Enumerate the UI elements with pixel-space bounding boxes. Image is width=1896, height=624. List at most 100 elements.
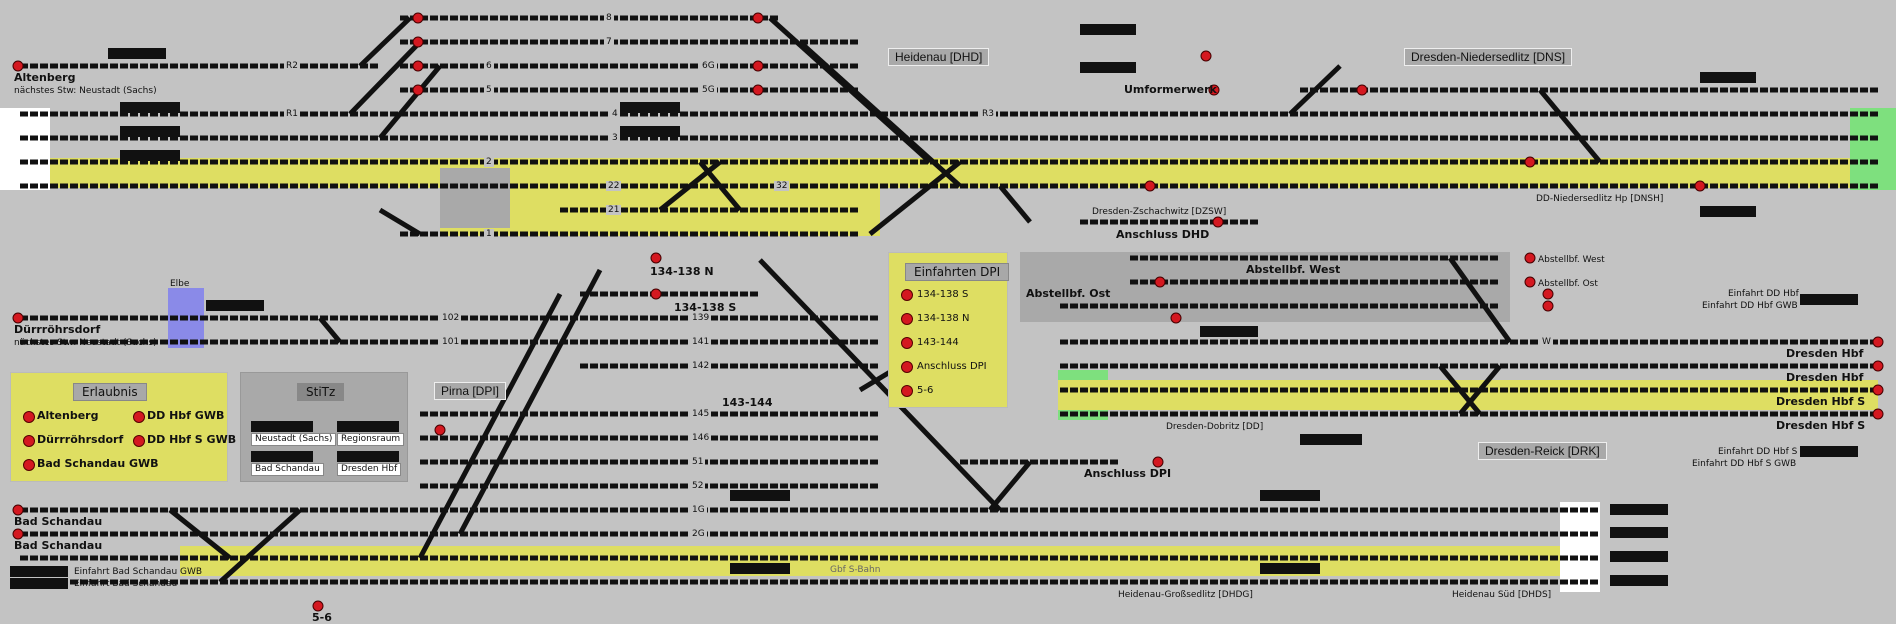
track-21: 21	[606, 205, 622, 215]
signal-dot[interactable]	[901, 313, 913, 325]
label-einfahrt-dd-hbf-s: Einfahrt DD Hbf S	[1718, 447, 1798, 457]
stitz-button-bad-schandau[interactable]	[251, 451, 313, 462]
label-abst-west: Abstellbf. West	[1246, 263, 1341, 276]
einfahrt-item-4: Anschluss DPI	[917, 361, 987, 372]
erlaubnis-bad-schandau-gwb[interactable]: Bad Schandau GWB	[37, 457, 159, 470]
track-r3: R3	[980, 109, 996, 119]
signal-blocks	[10, 24, 1858, 589]
erlaubnis-dd-hbf-gwb[interactable]: DD Hbf GWB	[147, 409, 225, 422]
einfahrt-item-5: 5-6	[917, 385, 934, 396]
track-2: 2	[484, 157, 494, 167]
stitz-label-dresden-hbf: Dresden Hbf	[337, 463, 402, 476]
stitz-button-neustadt[interactable]	[251, 421, 313, 432]
track-5: 5	[484, 85, 494, 95]
label-bad-schandau-2: Bad Schandau	[14, 539, 103, 552]
einfahrt-item-1: 134-138 S	[917, 289, 969, 300]
label-134-138-s: 134-138 S	[674, 301, 737, 314]
track-1g: 1G	[690, 505, 707, 515]
legend-abst-ost: Abstellbf. Ost	[1538, 279, 1598, 289]
track-1: 1	[484, 229, 494, 239]
signal-dot[interactable]	[901, 289, 913, 301]
label-anschluss-dhd: Anschluss DHD	[1116, 228, 1210, 241]
label-duerrroehrsdorf: Dürrröhrsdorf	[14, 323, 101, 336]
panel-stitz-title: StiTz	[297, 383, 345, 401]
label-einfahrt-dd-hbf-s-gwb: Einfahrt DD Hbf S GWB	[1692, 459, 1797, 469]
panel-einfahrten-title: Einfahrten DPI	[905, 263, 1010, 281]
track-8: 8	[604, 13, 614, 23]
panel-erlaubnis-title: Erlaubnis	[73, 383, 147, 401]
track-5g: 5G	[700, 85, 717, 95]
label-einfahrt-bs: Einfahrt Bad Schandau	[74, 579, 178, 589]
label-einfahrt-bs-gwb: Einfahrt Bad Schandau GWB	[74, 567, 203, 577]
track-52: 52	[690, 481, 706, 491]
station-heidenau: Heidenau [DHD]	[888, 48, 990, 66]
legend-abst-west: Abstellbf. West	[1538, 255, 1605, 265]
track-w: W	[1540, 337, 1553, 347]
einfahrt-item-2: 134-138 N	[917, 313, 970, 324]
label-dresden-hbf-2: Dresden Hbf	[1786, 371, 1864, 384]
track-139: 139	[690, 313, 712, 323]
label-elbe: Elbe	[170, 279, 190, 289]
track-146: 146	[690, 433, 712, 443]
track-32: 32	[774, 181, 790, 191]
bottom-tracks	[20, 507, 1600, 585]
label-grossedlitz: Heidenau-Großsedlitz [DHDG]	[1118, 590, 1253, 600]
einfahrt-item-3: 143-144	[917, 337, 959, 348]
station-reick: Dresden-Reick [DRK]	[1478, 442, 1607, 460]
panel-erlaubnis: Erlaubnis Altenberg DD Hbf GWB Dürrröhrs…	[10, 372, 236, 482]
track-141: 141	[690, 337, 712, 347]
signal-dot[interactable]	[23, 411, 35, 423]
erlaubnis-altenberg[interactable]: Altenberg	[37, 409, 99, 422]
panel-einfahrten-dpi: Einfahrten DPI 134-138 S 134-138 N 143-1…	[888, 252, 1010, 408]
panel-stitz: StiTz Neustadt (Sachs) Regionsraum Bad S…	[240, 372, 408, 482]
label-143-144: 143-144	[722, 396, 773, 409]
label-zschachwitz: Dresden-Zschachwitz [DZSW]	[1092, 207, 1227, 217]
top-tracks	[20, 15, 1880, 237]
track-4: 4	[610, 109, 620, 119]
stitz-label-bad-schandau: Bad Schandau	[251, 463, 324, 476]
signal-dot[interactable]	[23, 435, 35, 447]
erlaubnis-dd-hbf-s-gwb[interactable]: DD Hbf S GWB	[147, 433, 237, 446]
track-3: 3	[610, 133, 620, 143]
label-anschluss-dpi: Anschluss DPI	[1084, 467, 1172, 480]
track-r2: R2	[284, 61, 300, 71]
label-gbf-sbahn: Gbf S-Bahn	[830, 565, 881, 575]
label-134-138-n: 134-138 N	[650, 265, 714, 278]
signal-dot[interactable]	[901, 337, 913, 349]
track-6: 6	[484, 61, 494, 71]
stitz-label-neustadt: Neustadt (Sachs)	[251, 433, 337, 446]
track-142: 142	[690, 361, 712, 371]
signal-dot[interactable]	[901, 361, 913, 373]
signal-dot[interactable]	[133, 411, 145, 423]
label-bad-schandau-1: Bad Schandau	[14, 515, 103, 528]
label-dobritz: Dresden-Dobritz [DD]	[1166, 422, 1264, 432]
signal-dot[interactable]	[901, 385, 913, 397]
track-22: 22	[606, 181, 622, 191]
crossovers	[168, 16, 1602, 584]
signal-dot[interactable]	[23, 459, 35, 471]
track-51: 51	[690, 457, 706, 467]
erlaubnis-duerrroehrsdorf[interactable]: Dürrröhrsdorf	[37, 433, 124, 446]
stitz-button-regionsraum[interactable]	[337, 421, 399, 432]
label-altenberg: Altenberg	[14, 71, 76, 84]
label-dresden-hbf-s1: Dresden Hbf S	[1776, 395, 1866, 408]
track-6g: 6G	[700, 61, 717, 71]
track-145: 145	[690, 409, 712, 419]
label-abst-ost: Abstellbf. Ost	[1026, 287, 1111, 300]
label-einfahrt-dd-hbf: Einfahrt DD Hbf	[1728, 289, 1799, 299]
track-2g: 2G	[690, 529, 707, 539]
track-7: 7	[604, 37, 614, 47]
label-umformerwerk: Umformerwerk	[1124, 83, 1217, 96]
label-dresden-hbf-1: Dresden Hbf	[1786, 347, 1864, 360]
track-101: 101	[440, 337, 462, 347]
label-einfahrt-dd-hbf-gwb: Einfahrt DD Hbf GWB	[1702, 301, 1798, 311]
label-niedersedlitz-hp: DD-Niedersedlitz Hp [DNSH]	[1536, 194, 1664, 204]
signal-dot[interactable]	[133, 435, 145, 447]
station-niedersedlitz: Dresden-Niedersedlitz [DNS]	[1404, 48, 1573, 66]
stitz-button-dresden-hbf[interactable]	[337, 451, 399, 462]
label-heidenau-sued: Heidenau Süd [DHDS]	[1452, 590, 1552, 600]
track-102: 102	[440, 313, 462, 323]
label-duerr-next: nächstes Stw: Neustadt (Sachs)	[14, 338, 157, 348]
label-altenberg-next: nächstes Stw: Neustadt (Sachs)	[14, 86, 157, 96]
